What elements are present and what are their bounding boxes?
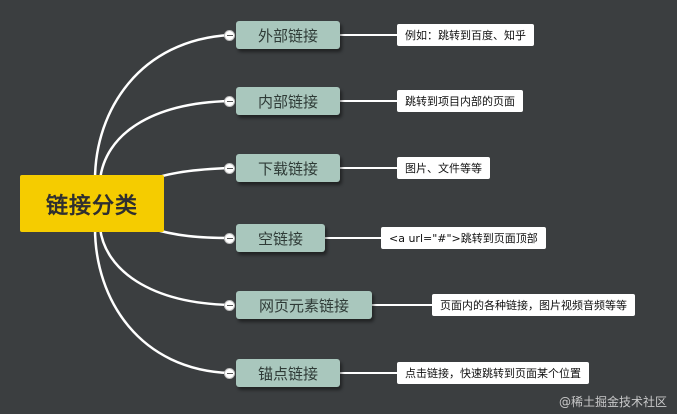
branch-node-label: 外部链接 (257, 26, 318, 45)
leaf-node-label: 页面内的各种链接，图片视频音频等等 (440, 299, 627, 312)
leaf-node-label: 跳转到项目内部的页面 (405, 95, 515, 108)
connector-root-to-branch-5 (98, 227, 231, 307)
collapse-toggle-branch-5[interactable] (224, 300, 235, 311)
watermark: @稀土掘金技术社区 (558, 395, 667, 409)
collapse-toggle-branch-1[interactable] (224, 30, 235, 41)
leaf-node-label: 图片、文件等等 (405, 162, 482, 175)
connector-root-to-branch-1 (93, 33, 231, 181)
leaf-node-internal-link-desc[interactable]: 跳转到项目内部的页面 (397, 90, 523, 112)
leaf-node-element-link-desc[interactable]: 页面内的各种链接，图片视频音频等等 (432, 294, 635, 316)
branch-node-label: 空链接 (257, 229, 303, 248)
connector-root-to-branch-2 (98, 99, 231, 181)
branch-node-element-link[interactable]: 网页元素链接 (236, 291, 372, 319)
collapse-toggle-branch-4[interactable] (224, 233, 235, 244)
leaf-node-label: 点击链接，快速跳转到页面某个位置 (405, 367, 581, 380)
root-node[interactable]: 链接分类 (20, 175, 164, 232)
collapse-toggle-branch-6[interactable] (224, 368, 235, 379)
leaf-node-anchor-link-desc[interactable]: 点击链接，快速跳转到页面某个位置 (397, 362, 589, 384)
leaf-node-label: <a url="#">跳转到页面顶部 (389, 232, 538, 245)
branch-node-anchor-link[interactable]: 锚点链接 (236, 359, 340, 387)
root-node-label: 链接分类 (45, 193, 138, 219)
connector-root-to-branch-6 (93, 227, 231, 375)
branch-node-label: 内部链接 (257, 92, 318, 111)
branch-node-internal-link[interactable]: 内部链接 (236, 87, 340, 115)
branch-node-download-link[interactable]: 下载链接 (236, 154, 340, 182)
leaf-node-external-link-desc[interactable]: 例如：跳转到百度、知乎 (397, 24, 534, 46)
branch-node-external-link[interactable]: 外部链接 (236, 21, 340, 49)
collapse-toggle-branch-2[interactable] (224, 96, 235, 107)
leaf-node-label: 例如：跳转到百度、知乎 (405, 29, 526, 42)
branch-node-label: 网页元素链接 (258, 296, 349, 315)
collapse-toggle-branch-3[interactable] (224, 163, 235, 174)
branch-node-label: 下载链接 (257, 159, 318, 178)
branch-node-empty-link[interactable]: 空链接 (236, 224, 325, 252)
leaf-node-empty-link-desc[interactable]: <a url="#">跳转到页面顶部 (381, 227, 546, 249)
branch-node-label: 锚点链接 (257, 364, 318, 383)
leaf-node-download-link-desc[interactable]: 图片、文件等等 (397, 157, 490, 179)
